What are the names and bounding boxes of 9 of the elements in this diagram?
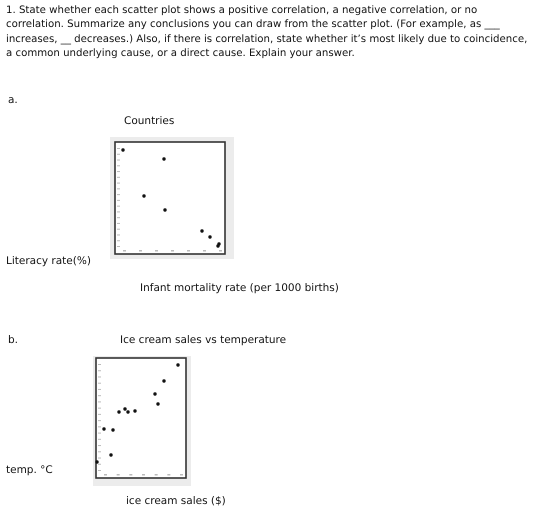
plot-label: temp. °C [6, 463, 53, 478]
plot-label: a. [8, 93, 18, 108]
plot-label: Ice cream sales vs temperature [120, 333, 286, 348]
plot-label: Countries [124, 114, 174, 129]
plot-label: Infant mortality rate (per 1000 births) [140, 281, 339, 296]
plot-label: b. [8, 333, 18, 348]
plot-label: Literacy rate(%) [6, 254, 91, 269]
question-text: 1. State whether each scatter plot shows a positive correlation, a negative correlation, or no correlation. Summarize any conclusions you can draw from the scatter plot. (For example, as ___ increases, __ decreases.) Also, if there is correlation, state whether it’s most likely due to coincidence, a common underlying cause, or a direct cause. Explain your answer. [6, 4, 528, 61]
plot-label: ice cream sales ($) [126, 494, 226, 509]
